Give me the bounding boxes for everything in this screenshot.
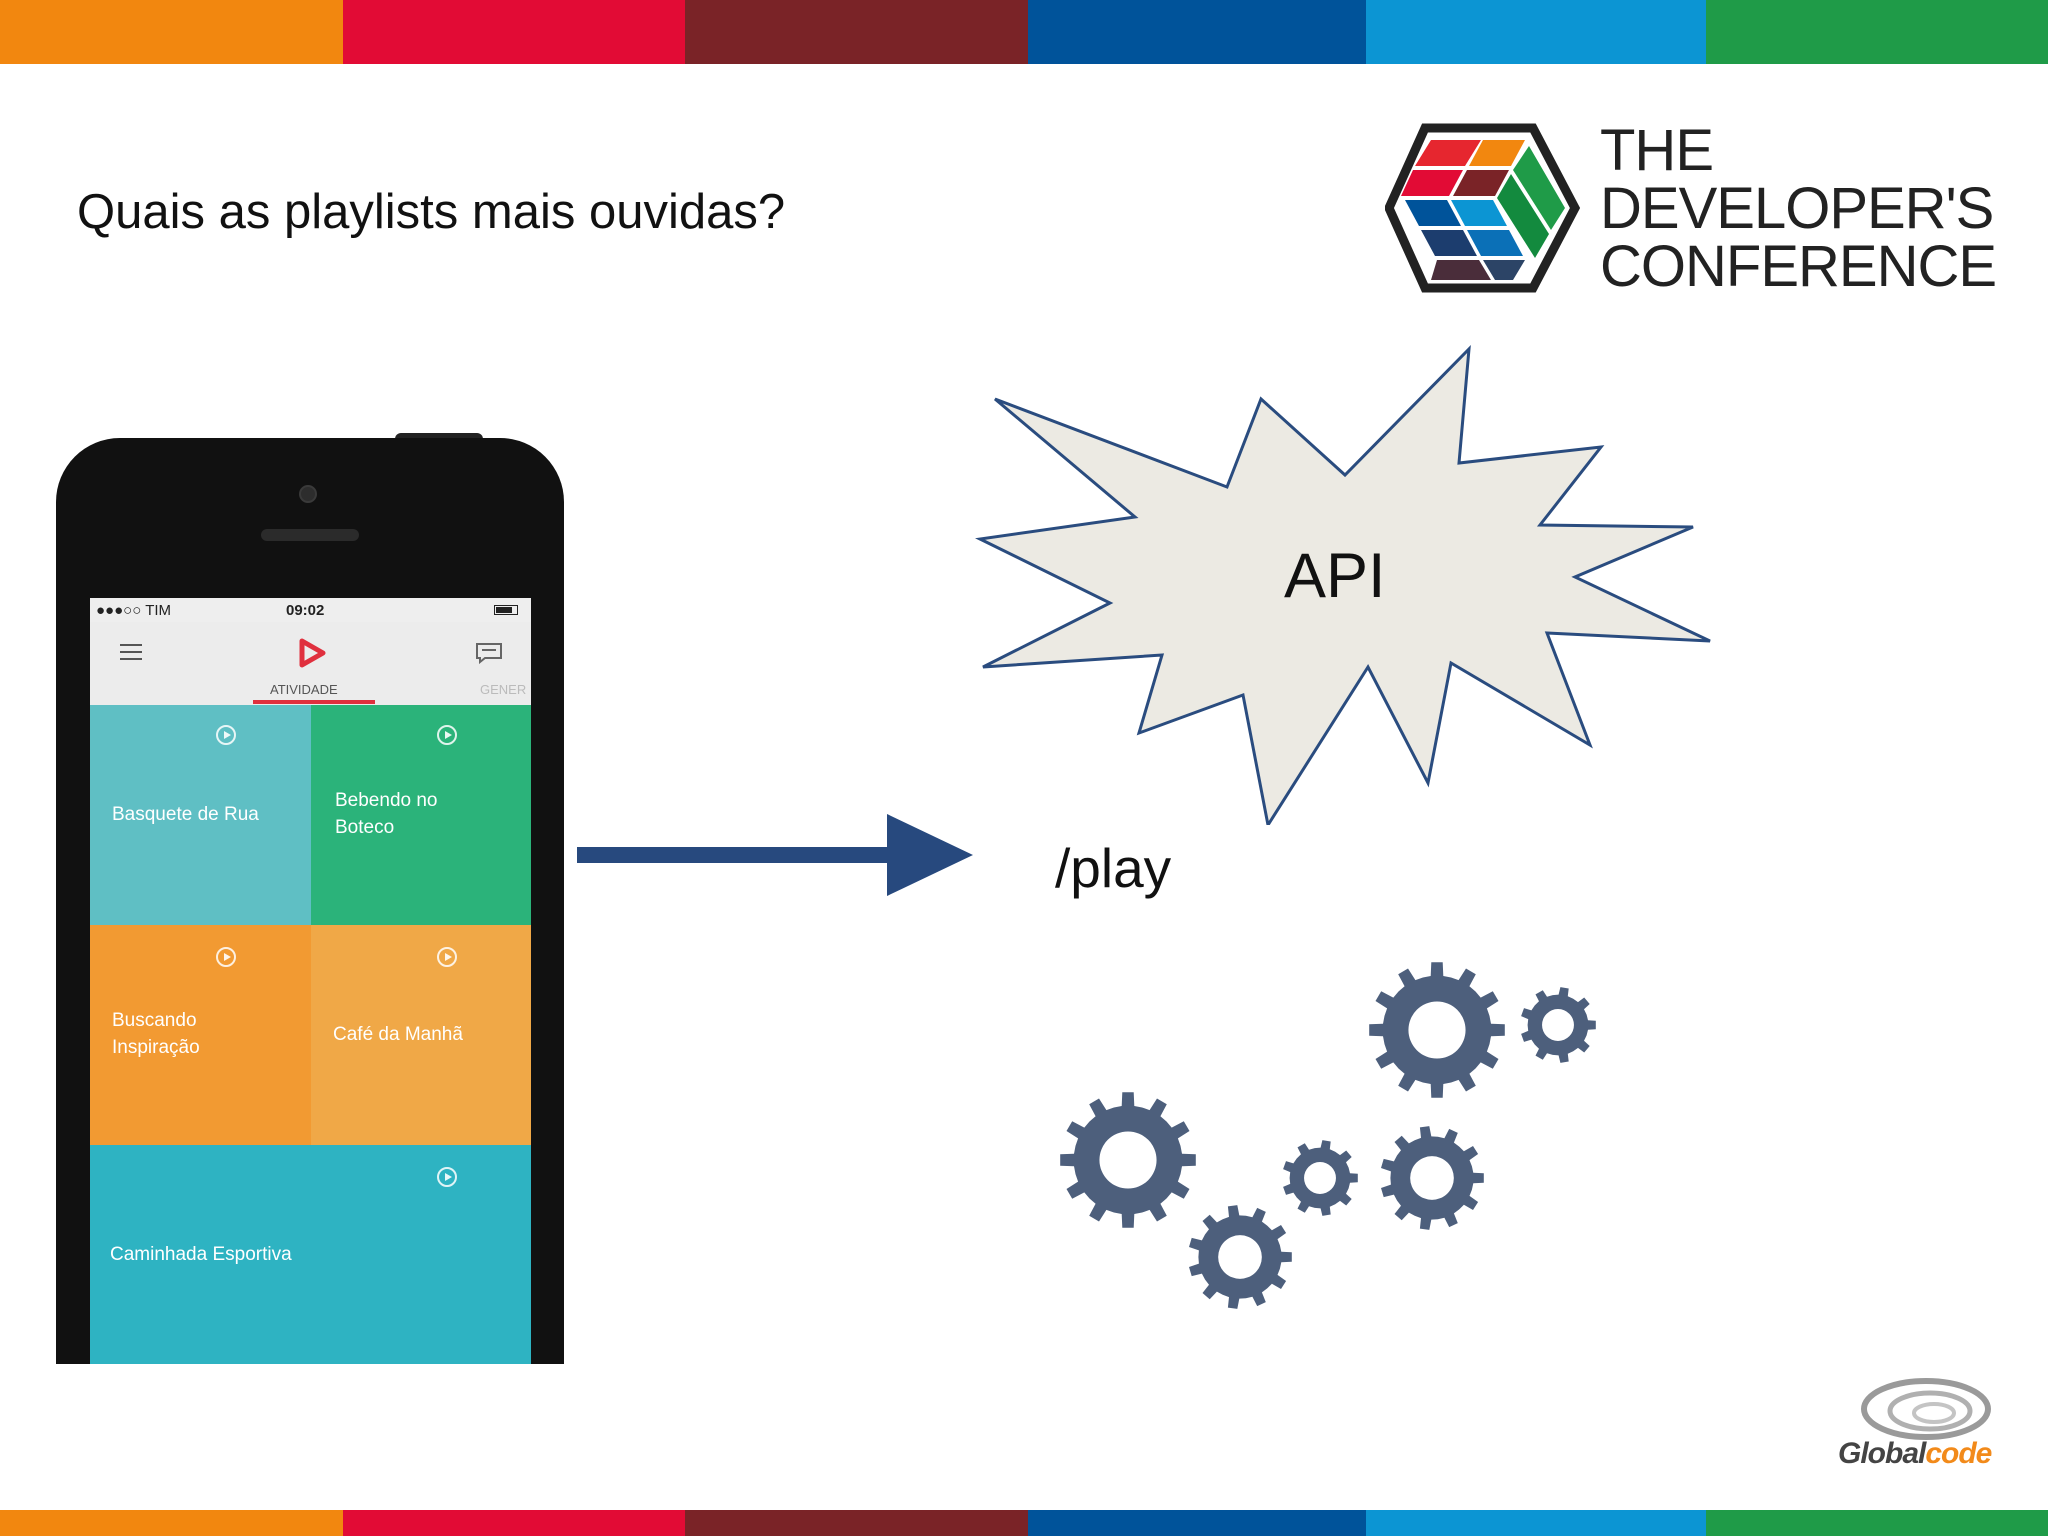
stripe-blue	[1028, 0, 1366, 64]
playlist-tile[interactable]: Caminhada Esportiva	[90, 1145, 531, 1364]
conference-logo-line3: CONFERENCE	[1600, 234, 1997, 299]
battery-icon	[494, 605, 518, 615]
playlist-grid: Basquete de Rua Bebendo no Boteco Buscan…	[90, 705, 531, 1364]
stripe-green	[1706, 0, 2048, 64]
api-label: API	[1284, 541, 1386, 611]
playlist-name: Buscando Inspiração	[112, 1010, 200, 1058]
top-color-stripe	[0, 0, 2048, 64]
globalcode-logo-part1: Global	[1838, 1437, 1926, 1470]
status-time: 09:02	[286, 602, 325, 619]
phone-status-bar: ●●●○○ TIM 09:02	[90, 598, 531, 622]
gear-icon	[1521, 987, 1596, 1063]
playlist-name: Café da Manhã	[333, 1024, 463, 1045]
conference-logo-line2: DEVELOPER'S	[1600, 176, 1994, 241]
bottom-color-stripe	[0, 1510, 2048, 1536]
globalcode-logo-part2: code	[1925, 1437, 1992, 1470]
stripe-maroon	[685, 1510, 1028, 1536]
playlist-name: Basquete de Rua	[112, 804, 259, 825]
active-tab-indicator	[253, 700, 375, 704]
app-header: ATIVIDADE GENER	[90, 622, 531, 705]
gear-icon	[1283, 1140, 1358, 1216]
playlist-tile[interactable]: Buscando Inspiração	[90, 925, 311, 1145]
stripe-light-blue	[1366, 1510, 1706, 1536]
api-burst-shape	[975, 345, 1711, 825]
gear-icon	[1189, 1205, 1292, 1309]
globalcode-logo-text: Globalcode	[1838, 1437, 1992, 1471]
stripe-red	[343, 1510, 685, 1536]
slide-question: Quais as playlists mais ouvidas?	[77, 185, 786, 239]
playlist-name: Bebendo no Boteco	[335, 790, 438, 838]
play-icon[interactable]	[437, 947, 457, 967]
request-arrow	[577, 814, 973, 896]
stripe-blue	[1028, 1510, 1366, 1536]
conference-cube-logo	[1385, 123, 1581, 293]
stripe-orange	[0, 0, 343, 64]
stripe-light-blue	[1366, 0, 1706, 64]
conference-logo-line1: THE	[1600, 118, 1714, 183]
play-icon[interactable]	[437, 725, 457, 745]
hamburger-menu-icon[interactable]	[120, 644, 142, 660]
play-icon[interactable]	[216, 947, 236, 967]
chat-icon[interactable]	[475, 642, 503, 664]
tab-generos[interactable]: GENER	[480, 682, 527, 697]
playlist-tile[interactable]: Bebendo no Boteco	[311, 705, 531, 925]
play-icon[interactable]	[216, 725, 236, 745]
phone-mockup: ●●●○○ TIM 09:02 ATIVIDADE GENER Basquete…	[56, 438, 564, 1364]
play-icon[interactable]	[437, 1167, 457, 1187]
phone-camera	[299, 485, 317, 503]
app-play-logo-icon	[299, 638, 326, 668]
phone-speaker	[261, 529, 359, 541]
gear-icon	[1381, 1126, 1484, 1230]
playlist-tile[interactable]: Basquete de Rua	[90, 705, 311, 925]
playlist-name: Caminhada Esportiva	[110, 1244, 292, 1265]
globalcode-swirl-icon	[1861, 1378, 1991, 1440]
endpoint-label: /play	[1055, 837, 1172, 899]
tab-atividade[interactable]: ATIVIDADE	[270, 682, 338, 697]
stripe-orange	[0, 1510, 343, 1536]
stripe-maroon	[685, 0, 1028, 64]
playlist-tile[interactable]: Café da Manhã	[311, 925, 531, 1145]
stripe-green	[1706, 1510, 2048, 1536]
gear-icon	[1060, 1092, 1196, 1228]
status-carrier: ●●●○○ TIM	[96, 602, 172, 619]
phone-screen: ●●●○○ TIM 09:02 ATIVIDADE GENER Basquete…	[90, 598, 531, 1364]
stripe-red	[343, 0, 685, 64]
conference-logo-text: THE DEVELOPER'S CONFERENCE	[1600, 118, 1997, 299]
gears-illustration	[1060, 962, 1596, 1309]
gear-icon	[1369, 962, 1505, 1098]
